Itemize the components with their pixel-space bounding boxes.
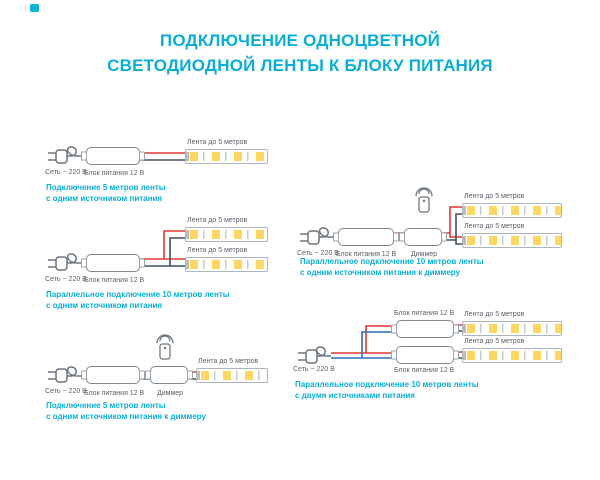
caption-line: Параллельное подключение 10 метров ленты <box>300 257 484 266</box>
led-strip <box>462 233 562 248</box>
strip-label: Лента до 5 метров <box>464 193 525 200</box>
caption-line: с одним источником питания <box>46 193 163 203</box>
led-strip <box>462 203 562 218</box>
diagram1-plug-icon <box>48 146 86 164</box>
dimmer-box <box>404 228 442 246</box>
led-strip <box>185 149 268 164</box>
led-strip <box>185 227 268 242</box>
diagram3-caption: Подключение 5 метров ленты с одним источ… <box>46 401 206 422</box>
psu-label: Блок питания 12 В <box>394 310 455 317</box>
diagram2-caption: Параллельное подключение 10 метров ленты… <box>46 290 230 311</box>
strip-label: Лента до 5 метров <box>464 338 525 345</box>
mains-label: Сеть ~ 220 В <box>45 169 87 176</box>
diagram4-remote-icon <box>415 187 433 213</box>
diagram1-wires <box>141 152 185 161</box>
psu-label: Блок питания 12 В <box>84 277 145 284</box>
diagram3-remote-icon <box>156 334 174 360</box>
caption-line: с одним источником питания <box>46 300 163 310</box>
strip-label: Лента до 5 метров <box>187 217 248 224</box>
power-supply-box <box>86 366 140 384</box>
corner-mark <box>30 4 39 12</box>
diagram2-wires <box>141 230 185 267</box>
caption-line: с одним источником питания к диммеру <box>46 411 206 421</box>
strip-label: Лента до 5 метров <box>198 358 259 365</box>
caption-line: Параллельное подключение 10 метров ленты <box>46 290 230 299</box>
diagram4-caption: Параллельное подключение 10 метров ленты… <box>300 257 484 278</box>
psu-label: Блок питания 12 В <box>84 390 145 397</box>
page-title: ПОДКЛЮЧЕНИЕ ОДНОЦВЕТНОЙ СВЕТОДИОДНОЙ ЛЕН… <box>0 28 600 78</box>
mains-label: Сеть ~ 220 В <box>293 366 335 373</box>
caption-line: с одним источником питания к диммеру <box>300 267 460 277</box>
strip-label: Лента до 5 метров <box>464 311 525 318</box>
mains-label: Сеть ~ 220 В <box>45 276 87 283</box>
diagram4-plug-icon <box>300 227 338 245</box>
diagram5-plug-icon <box>298 346 331 364</box>
caption-line: Подключение 5 метров ленты <box>46 183 166 192</box>
power-supply-box <box>86 254 140 272</box>
title-line-1: ПОДКЛЮЧЕНИЕ ОДНОЦВЕТНОЙ <box>159 31 441 50</box>
power-supply-box <box>86 147 140 165</box>
led-strip <box>196 368 268 383</box>
caption-line: с двумя источниками питания <box>295 390 415 400</box>
dimmer-label: Диммер <box>411 251 438 258</box>
psu-label: Блок питания 12 В <box>394 367 455 374</box>
psu-label: Блок питания 12 В <box>84 170 145 177</box>
led-strip <box>462 321 562 336</box>
caption-line: Параллельное подключение 10 метров ленты <box>295 380 479 389</box>
strip-label: Лента до 5 метров <box>464 223 525 230</box>
dimmer-box <box>150 366 188 384</box>
diagram1-caption: Подключение 5 метров ленты с одним источ… <box>46 183 166 204</box>
caption-line: Подключение 5 метров ленты <box>46 401 166 410</box>
diagram5-caption: Параллельное подключение 10 метров ленты… <box>295 380 479 401</box>
power-supply-box <box>396 346 454 364</box>
diagram2-plug-icon <box>48 253 86 271</box>
power-supply-box <box>338 228 394 246</box>
power-supply-box <box>396 320 454 338</box>
dimmer-label: Диммер <box>157 390 184 397</box>
mains-label: Сеть ~ 220 В <box>45 388 87 395</box>
strip-label: Лента до 5 метров <box>187 247 248 254</box>
psu-label: Блок питания 12 В <box>336 251 397 258</box>
diagram3-plug-icon <box>48 366 86 383</box>
title-line-2: СВЕТОДИОДНОЙ ЛЕНТЫ К БЛОКУ ПИТАНИЯ <box>107 56 493 75</box>
led-strip <box>462 348 562 363</box>
strip-label: Лента до 5 метров <box>187 139 248 146</box>
led-strip <box>185 257 268 272</box>
mains-label: Сеть ~ 220 В <box>297 250 339 257</box>
